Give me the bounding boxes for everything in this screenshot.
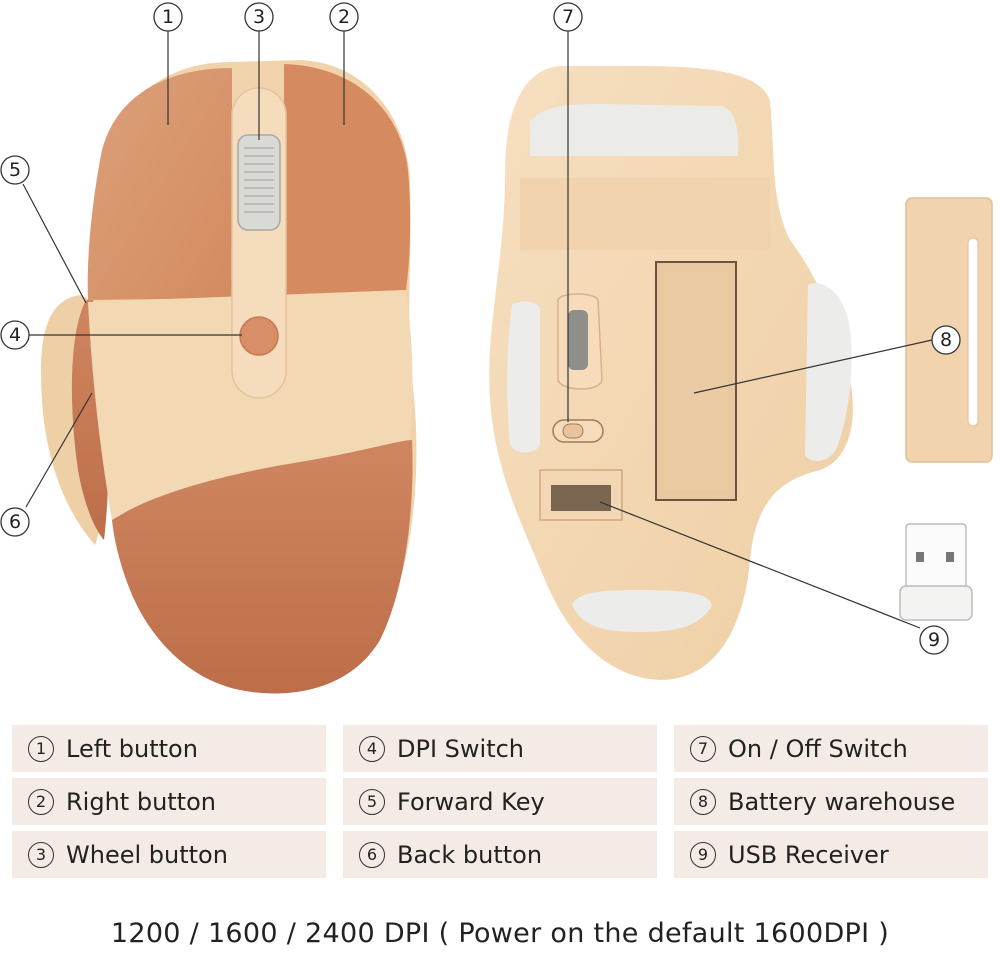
callout-4: 4 xyxy=(0,320,30,350)
usb-receiver-body xyxy=(899,585,973,621)
scroll-wheel-ridges xyxy=(244,147,274,213)
palm-cream-area xyxy=(88,290,413,520)
legend-label-2: Right button xyxy=(66,787,216,816)
left-button-shape xyxy=(87,68,232,300)
leader-lines xyxy=(22,31,933,629)
scroll-wheel xyxy=(237,134,281,231)
legend-item-8: 8 Battery warehouse xyxy=(674,778,988,825)
callout-9-number: 9 xyxy=(928,629,940,651)
callout-5: 5 xyxy=(0,155,30,185)
legend-num-6: 6 xyxy=(359,841,385,868)
legend-label-1: Left button xyxy=(66,734,198,763)
callout-3: 3 xyxy=(244,2,274,32)
usb-receiver-plug xyxy=(905,523,967,591)
legend-item-1: 1 Left button xyxy=(12,725,326,772)
legend-grid: 1 Left button 4 DPI Switch 7 On / Off Sw… xyxy=(12,725,988,878)
legend-item-4: 4 DPI Switch xyxy=(343,725,657,772)
top-glide-pad xyxy=(530,104,739,156)
mouse-diagram-figure: 1 3 2 5 4 6 7 8 9 xyxy=(0,2,993,694)
legend-label-9: USB Receiver xyxy=(728,840,889,869)
callout-1: 1 xyxy=(153,2,183,32)
callout-2-number: 2 xyxy=(338,6,350,28)
legend-label-8: Battery warehouse xyxy=(728,787,956,816)
legend-num-1: 1 xyxy=(28,735,54,762)
legend-num-8: 8 xyxy=(690,788,716,815)
mouse-top-view xyxy=(40,60,417,694)
left-side-pad xyxy=(507,301,540,453)
legend-label-6: Back button xyxy=(397,840,543,869)
dpi-button xyxy=(239,316,279,356)
legend-label-5: Forward Key xyxy=(397,787,545,816)
right-button-shape xyxy=(284,64,411,295)
usb-receiver xyxy=(899,523,973,621)
legend-item-6: 6 Back button xyxy=(343,831,657,878)
legend-item-2: 2 Right button xyxy=(12,778,326,825)
legend-num-7: 7 xyxy=(690,735,716,762)
power-switch-knob xyxy=(562,423,584,439)
legend-item-5: 5 Forward Key xyxy=(343,778,657,825)
usb-receiver-stored xyxy=(551,485,611,511)
legend-num-5: 5 xyxy=(359,788,385,815)
callout-2: 2 xyxy=(329,2,359,32)
right-side-pad xyxy=(805,283,852,462)
bottom-glide-pad xyxy=(572,590,712,632)
mouse-bottom-view xyxy=(489,66,853,680)
callout-1-number: 1 xyxy=(162,6,174,28)
sensor-lens xyxy=(568,310,588,370)
callout-4-number: 4 xyxy=(9,324,21,346)
legend-num-4: 4 xyxy=(359,735,385,762)
legend-num-2: 2 xyxy=(28,788,54,815)
callout-5-number: 5 xyxy=(9,159,21,181)
callout-3-number: 3 xyxy=(253,6,265,28)
legend-num-3: 3 xyxy=(28,841,54,868)
label-panel xyxy=(520,178,770,250)
battery-cover-slot xyxy=(967,237,979,427)
legend-label-4: DPI Switch xyxy=(397,734,525,763)
legend-label-3: Wheel button xyxy=(66,840,228,869)
legend-item-7: 7 On / Off Switch xyxy=(674,725,988,772)
battery-compartment-inner xyxy=(664,272,728,490)
callout-7-number: 7 xyxy=(562,6,574,28)
dpi-footer-text: 1200 / 1600 / 2400 DPI ( Power on the de… xyxy=(110,918,890,949)
callout-8: 8 xyxy=(931,325,961,355)
legend-label-7: On / Off Switch xyxy=(728,734,908,763)
palm-leather xyxy=(112,440,413,694)
callout-6: 6 xyxy=(0,507,30,537)
legend-item-3: 3 Wheel button xyxy=(12,831,326,878)
legend-item-9: 9 USB Receiver xyxy=(674,831,988,878)
callout-8-number: 8 xyxy=(940,329,952,351)
callout-6-number: 6 xyxy=(9,511,21,533)
callout-9: 9 xyxy=(919,625,949,655)
callout-7: 7 xyxy=(553,2,583,32)
legend-num-9: 9 xyxy=(690,841,716,868)
